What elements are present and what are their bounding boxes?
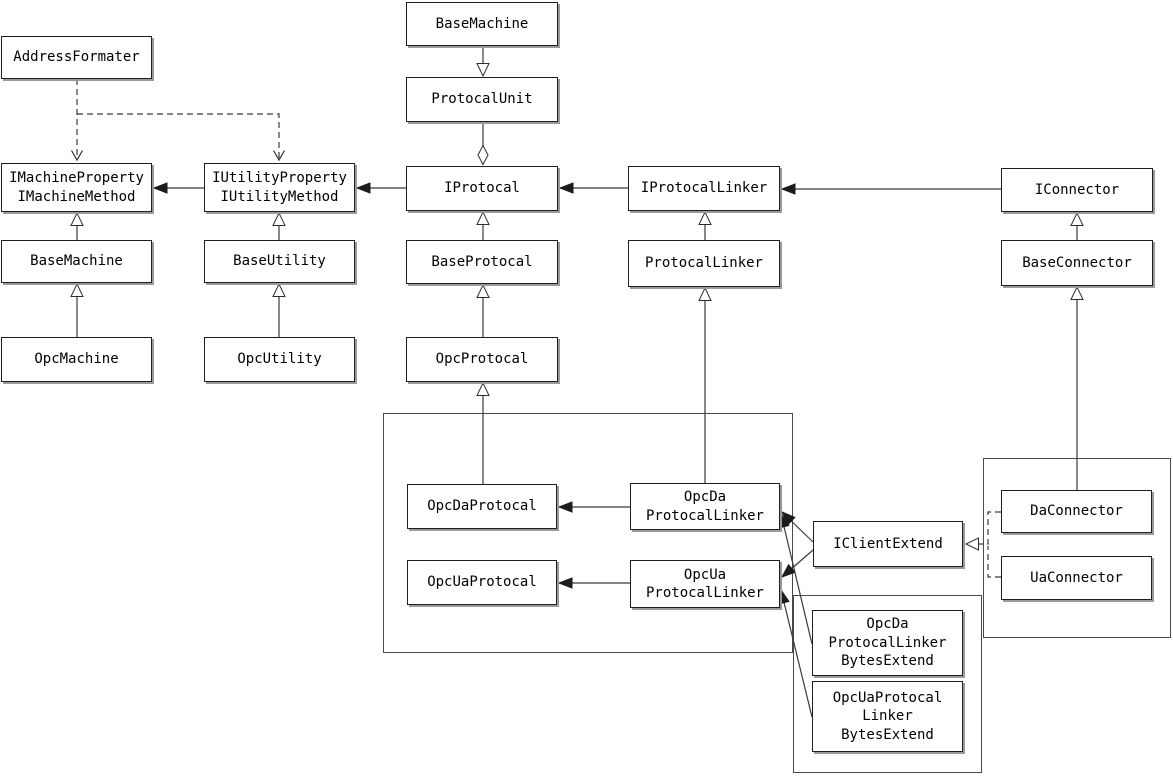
class-box-BaseProtocal: BaseProtocal	[406, 240, 558, 284]
edge-association-OpcUaProtocalLinkerBytesExtend-to-OpcUaProtocalLinker	[778, 588, 813, 718]
class-label-OpcUaProtocal: OpcUaProtocal	[427, 574, 537, 591]
class-box-OpcMachine: OpcMachine	[1, 337, 152, 382]
class-label-BaseMachineTop: BaseMachine	[435, 15, 529, 32]
class-label-BaseProtocal: BaseProtocal	[431, 253, 533, 270]
class-box-OpcProtocal: OpcProtocal	[406, 337, 558, 382]
class-label-OpcProtocal: OpcProtocal	[435, 351, 529, 368]
class-box-IProtocal: IProtocal	[406, 166, 558, 211]
class-label-OpcDaProtocalLinker: OpcDa ProtocalLinker	[645, 489, 764, 524]
class-label-OpcMachine: OpcMachine	[34, 351, 119, 368]
class-label-OpcUaProtocalLinker: OpcUa ProtocalLinker	[645, 566, 764, 601]
class-box-IUtilityPropertyMethod: IUtilityProperty IUtilityMethod	[204, 163, 355, 212]
edge-association-OpcDaProtocalLinkerBytesExtend-to-OpcDaProtocalLinker	[778, 512, 813, 645]
class-box-BaseMachine: BaseMachine	[1, 240, 152, 283]
class-box-OpcUaProtocal: OpcUaProtocal	[407, 560, 557, 605]
class-box-IProtocalLinker: IProtocalLinker	[628, 166, 780, 211]
class-box-BaseMachineTop: BaseMachine	[406, 2, 558, 46]
class-label-AddressFormater: AddressFormater	[13, 49, 140, 66]
class-label-OpcDaProtocalLinkerBytesExtend: OpcDa ProtocalLinker BytesExtend	[828, 616, 947, 670]
class-box-IMachinePropertyMethod: IMachineProperty IMachineMethod	[1, 163, 152, 212]
class-box-UaConnector: UaConnector	[1001, 556, 1152, 600]
class-label-ProtocalLinker: ProtocalLinker	[644, 255, 763, 272]
class-label-BaseConnector: BaseConnector	[1022, 254, 1132, 271]
class-label-UaConnector: UaConnector	[1030, 569, 1123, 586]
class-box-OpcDaProtocalLinker: OpcDa ProtocalLinker	[630, 483, 780, 530]
class-label-BaseUtility: BaseUtility	[233, 253, 326, 270]
class-box-OpcDaProtocal: OpcDaProtocal	[407, 484, 557, 529]
class-box-BaseConnector: BaseConnector	[1001, 240, 1153, 286]
class-label-IUtilityPropertyMethod: IUtilityProperty IUtilityMethod	[212, 170, 347, 205]
class-label-OpcUaProtocalLinkerBytesExtend: OpcUaProtocal Linker BytesExtend	[832, 689, 943, 743]
class-box-IConnector: IConnector	[1001, 168, 1153, 212]
class-label-IProtocal: IProtocal	[444, 180, 520, 197]
class-box-BaseUtility: BaseUtility	[204, 240, 355, 283]
group-box-protocal-group	[383, 413, 793, 653]
group-box-bytes-extend-group	[793, 595, 982, 773]
class-label-IClientExtend: IClientExtend	[833, 535, 943, 552]
edge-realization-DaConnector-to-IClientExtend	[964, 511, 1001, 551]
edge-dependency-AddressFormater-to-IUtilityPropertyMethod	[77, 113, 286, 162]
class-label-BaseMachine: BaseMachine	[30, 253, 123, 270]
class-box-OpcUaProtocalLinker: OpcUa ProtocalLinker	[630, 560, 780, 608]
class-label-OpcDaProtocal: OpcDaProtocal	[427, 498, 537, 515]
edge-realization-UaConnector-to-IClientExtend	[987, 546, 1001, 578]
class-box-IClientExtend: IClientExtend	[813, 521, 963, 567]
class-label-IProtocalLinker: IProtocalLinker	[640, 180, 768, 197]
edge-association-IClientExtend-to-OpcUaProtocalLinker	[780, 549, 814, 578]
class-box-OpcDaProtocalLinkerBytesExtend: OpcDa ProtocalLinker BytesExtend	[812, 610, 963, 676]
class-label-ProtocalUnit: ProtocalUnit	[431, 91, 533, 108]
class-box-ProtocalLinker: ProtocalLinker	[628, 240, 780, 287]
class-label-OpcUtility: OpcUtility	[237, 351, 322, 368]
class-box-DaConnector: DaConnector	[1001, 490, 1152, 533]
class-label-IConnector: IConnector	[1034, 181, 1120, 198]
class-box-ProtocalUnit: ProtocalUnit	[406, 77, 558, 122]
class-label-DaConnector: DaConnector	[1030, 503, 1123, 520]
class-label-IMachinePropertyMethod: IMachineProperty IMachineMethod	[9, 170, 144, 205]
class-box-AddressFormater: AddressFormater	[1, 36, 152, 79]
class-box-OpcUtility: OpcUtility	[204, 337, 355, 382]
class-box-OpcUaProtocalLinkerBytesExtend: OpcUaProtocal Linker BytesExtend	[812, 681, 963, 752]
